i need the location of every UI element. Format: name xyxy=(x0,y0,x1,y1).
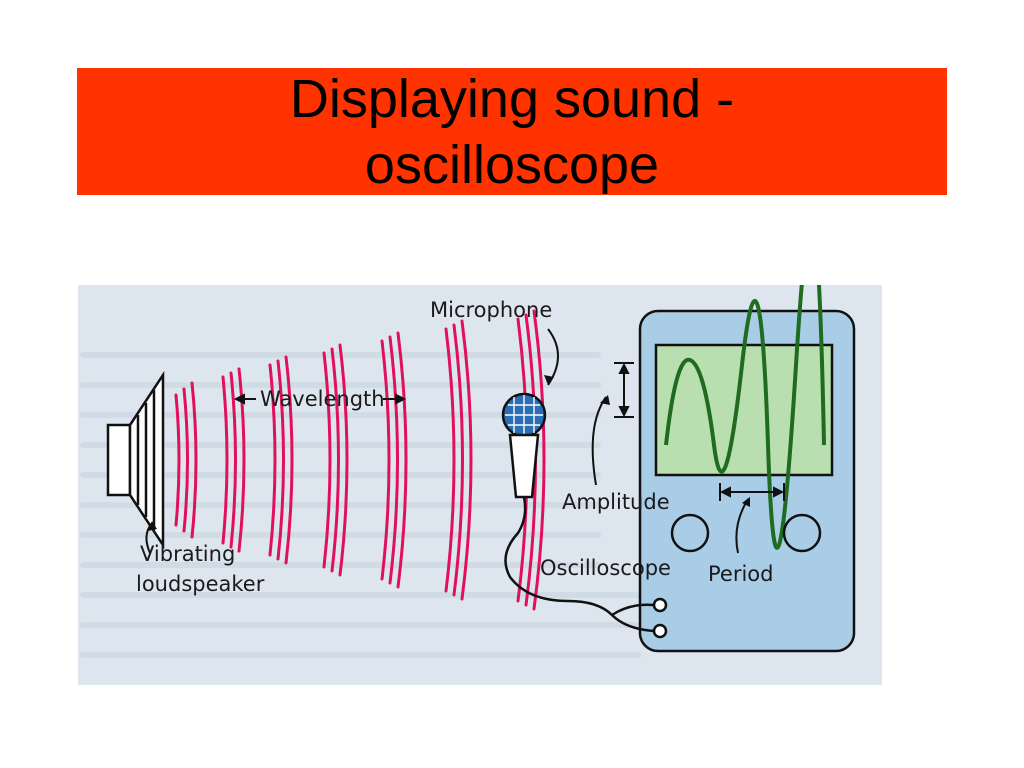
period-marker xyxy=(719,483,785,501)
waveform-trace xyxy=(664,285,826,550)
wavelength-arrow xyxy=(233,393,407,405)
period-pointer-head xyxy=(742,497,750,507)
page-title: Displaying sound - oscilloscope xyxy=(77,66,947,198)
oscilloscope-diagram: Wavelength Microphone Vibrating loudspea… xyxy=(78,285,882,685)
oscilloscope-screen xyxy=(654,343,834,477)
microphone-cable-branch xyxy=(611,603,655,617)
microphone-cable xyxy=(504,496,655,633)
amplitude-label: Amplitude xyxy=(562,490,670,514)
title-bar xyxy=(77,68,947,195)
amplitude-marker xyxy=(614,362,634,418)
microphone-pointer-head xyxy=(544,375,554,385)
loudspeaker-icon xyxy=(106,370,165,550)
loudspeaker-pointer-head xyxy=(148,521,157,531)
input-terminal-top xyxy=(652,597,668,613)
microphone-label: Microphone xyxy=(430,298,552,322)
amplitude-pointer-head xyxy=(600,395,610,405)
title-line-2: oscilloscope xyxy=(364,135,660,195)
oscilloscope-knob-left xyxy=(670,513,710,553)
oscilloscope-knob-right xyxy=(782,513,822,553)
oscilloscope-label: Oscilloscope xyxy=(540,556,671,580)
vibrating-label: Vibrating xyxy=(140,542,235,566)
wavelength-label: Wavelength xyxy=(260,387,385,411)
period-label: Period xyxy=(708,562,773,586)
sound-waves xyxy=(174,309,546,611)
title-line-1: Displaying sound - xyxy=(289,69,735,129)
loudspeaker-label: loudspeaker xyxy=(136,572,265,596)
input-terminal-bottom xyxy=(652,623,668,639)
microphone-icon xyxy=(501,392,547,499)
